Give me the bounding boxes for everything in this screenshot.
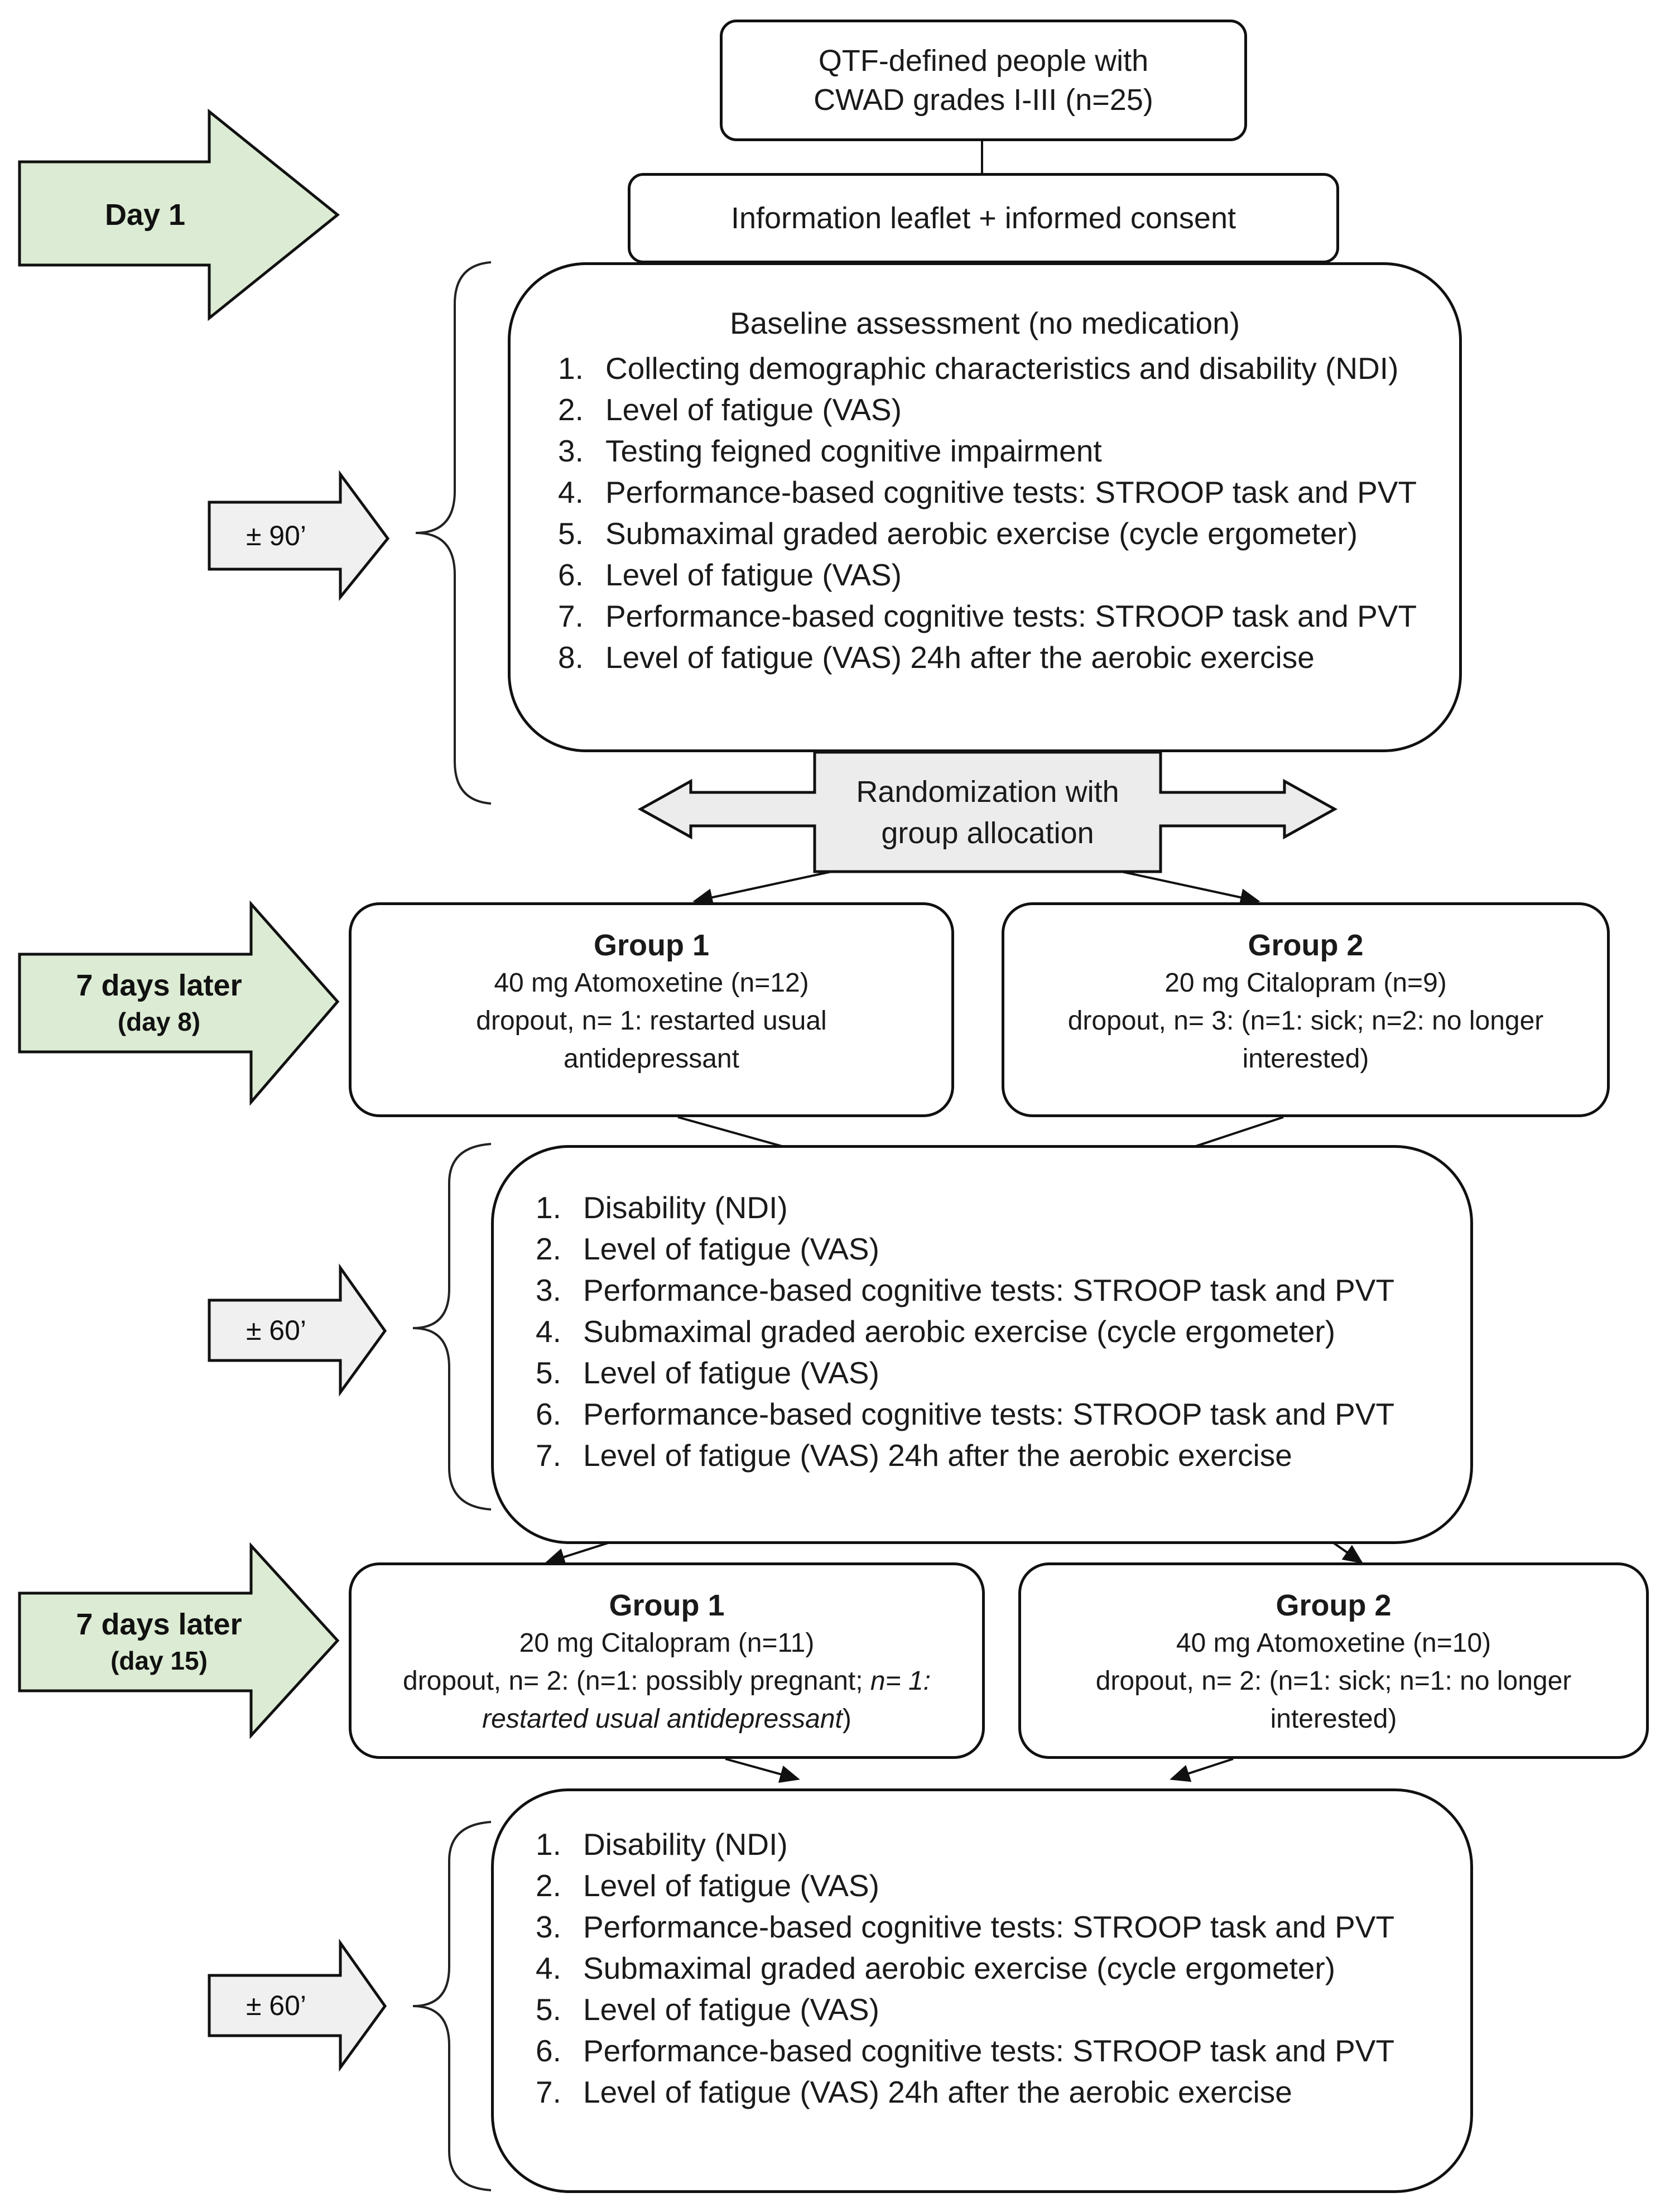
period1-group1-box: Group 1 40 mg Atomoxetine (n=12) dropout… bbox=[349, 902, 954, 1117]
period2-group2-dose: 40 mg Atomoxetine (n=10) bbox=[1176, 1628, 1491, 1658]
period1-assessment-panel: 1.Disability (NDI) 2.Level of fatigue (V… bbox=[491, 1145, 1473, 1544]
list-item: 2.Level of fatigue (VAS) bbox=[536, 1868, 879, 1903]
randomization-double-arrow bbox=[637, 751, 1338, 873]
period1-group1-dose: 40 mg Atomoxetine (n=12) bbox=[494, 968, 809, 998]
day15-label: 7 days later (day 15) bbox=[33, 1594, 285, 1689]
group1-to-period1-line bbox=[677, 1116, 785, 1148]
period2-assessment-panel: 1.Disability (NDI) 2.Level of fatigue (V… bbox=[491, 1788, 1473, 2193]
period1-list: 1.Disability (NDI) 2.Level of fatigue (V… bbox=[536, 1187, 1394, 1476]
period2-group1-dropout-italic2: restarted usual antidepressant bbox=[482, 1704, 843, 1734]
randomization-line1: Randomization with bbox=[856, 775, 1119, 809]
baseline-assessment-panel: Baseline assessment (no medication) 1.Co… bbox=[508, 262, 1462, 752]
day8-label-line1: 7 days later bbox=[76, 969, 242, 1002]
period1-duration-label: ± 60’ bbox=[246, 1315, 307, 1346]
period2-group1-dose: 20 mg Citalopram (n=11) bbox=[519, 1628, 815, 1658]
period1-group2-dropout-line2: interested) bbox=[1242, 1044, 1369, 1074]
period2-duration-label: ± 60’ bbox=[246, 1990, 307, 2021]
randomization-label: Randomization with group allocation bbox=[817, 754, 1158, 871]
randomization-line2: group allocation bbox=[881, 816, 1094, 850]
period1-group2-dose: 20 mg Citalopram (n=9) bbox=[1164, 968, 1447, 998]
list-item: 4.Submaximal graded aerobic exercise (cy… bbox=[536, 1951, 1336, 1985]
population-line2: CWAD grades I-III (n=25) bbox=[814, 83, 1153, 117]
list-item: 3.Performance-based cognitive tests: STR… bbox=[536, 1910, 1395, 1944]
list-item: 1.Disability (NDI) bbox=[536, 1190, 788, 1225]
list-item: 1.Collecting demographic characteristics… bbox=[558, 351, 1399, 386]
list-item: 6.Performance-based cognitive tests: STR… bbox=[536, 2033, 1395, 2068]
period1-group1-title: Group 1 bbox=[593, 929, 709, 962]
period1-to-group2-arrow bbox=[1332, 1542, 1364, 1564]
period2-group2-dropout-line1: dropout, n= 2: (n=1: sick; n=1: no longe… bbox=[1095, 1666, 1572, 1696]
period1-group2-title: Group 2 bbox=[1248, 929, 1364, 962]
baseline-heading: Baseline assessment (no medication) bbox=[729, 306, 1240, 340]
list-item: 3.Performance-based cognitive tests: STR… bbox=[536, 1273, 1395, 1307]
period2-group1-dropout-line2: restarted usual antidepressant) bbox=[482, 1704, 851, 1734]
day1-label-text: Day 1 bbox=[104, 198, 186, 232]
list-item: 5.Level of fatigue (VAS) bbox=[536, 1355, 879, 1390]
list-item: 7.Level of fatigue (VAS) 24h after the a… bbox=[536, 2075, 1292, 2109]
list-item: 4.Performance-based cognitive tests: STR… bbox=[558, 475, 1417, 509]
list-item: 3.Testing feigned cognitive impairment bbox=[558, 434, 1102, 468]
period2-group2-dropout-line2: interested) bbox=[1270, 1704, 1397, 1734]
population-box: QTF-defined people with CWAD grades I-II… bbox=[720, 20, 1247, 141]
list-item: 4.Submaximal graded aerobic exercise (cy… bbox=[536, 1314, 1336, 1349]
period2-group2-box: Group 2 40 mg Atomoxetine (n=10) dropout… bbox=[1018, 1562, 1649, 1759]
list-item: 1.Disability (NDI) bbox=[536, 1827, 788, 1862]
list-item: 7.Level of fatigue (VAS) 24h after the a… bbox=[536, 1438, 1292, 1473]
baseline-duration-arrow-shape bbox=[208, 470, 390, 602]
list-item: 6.Performance-based cognitive tests: STR… bbox=[536, 1397, 1395, 1431]
period1-group1-dropout-line2: antidepressant bbox=[564, 1044, 739, 1074]
list-item: 6.Level of fatigue (VAS) bbox=[558, 557, 902, 592]
population-line1: QTF-defined people with bbox=[818, 44, 1149, 78]
day15-arrow-shape bbox=[18, 1542, 340, 1739]
list-item: 7.Performance-based cognitive tests: STR… bbox=[558, 599, 1417, 633]
period2-group1-dropout-italic1: n= 1: bbox=[870, 1666, 931, 1696]
list-item: 8.Level of fatigue (VAS) 24h after the a… bbox=[558, 640, 1315, 675]
period1-to-group1-arrow bbox=[545, 1542, 609, 1566]
list-item: 5.Submaximal graded aerobic exercise (cy… bbox=[558, 516, 1358, 551]
day8-arrow-shape bbox=[18, 900, 340, 1106]
period1-group1-dropout-line1: dropout, n= 1: restarted usual bbox=[476, 1006, 827, 1036]
period2-group2-title: Group 2 bbox=[1276, 1589, 1392, 1622]
day15-label-line2: (day 15) bbox=[110, 1646, 208, 1675]
group1-to-period2-arrow bbox=[725, 1758, 800, 1783]
group2-to-period1-line bbox=[1194, 1116, 1284, 1148]
list-item: 2.Level of fatigue (VAS) bbox=[558, 392, 902, 427]
period1-group2-box: Group 2 20 mg Citalopram (n=9) dropout, … bbox=[1002, 902, 1610, 1117]
group2-to-period2-arrow bbox=[1170, 1758, 1234, 1782]
period2-group1-box: Group 1 20 mg Citalopram (n=11) dropout,… bbox=[349, 1562, 985, 1759]
period2-group1-dropout-line1: dropout, n= 2: (n=1: possibly pregnant; … bbox=[403, 1666, 931, 1696]
period2-group1-title: Group 1 bbox=[609, 1589, 725, 1622]
randomization-to-group2-arrow bbox=[1121, 871, 1260, 906]
period1-brace bbox=[412, 1143, 492, 1511]
baseline-duration-label: ± 90’ bbox=[246, 520, 307, 551]
period2-brace bbox=[412, 1821, 492, 2191]
baseline-list: 1.Collecting demographic characteristics… bbox=[558, 348, 1417, 678]
consent-label: Information leaflet + informed consent bbox=[730, 201, 1236, 235]
day1-label: Day 1 bbox=[33, 167, 257, 262]
list-item: 5.Level of fatigue (VAS) bbox=[536, 1992, 879, 2027]
consent-box: Information leaflet + informed consent bbox=[628, 173, 1339, 263]
list-item: 2.Level of fatigue (VAS) bbox=[536, 1232, 879, 1266]
randomization-to-group1-arrow bbox=[692, 871, 832, 906]
period1-group2-dropout-line1: dropout, n= 3: (n=1: sick; n=2: no longe… bbox=[1067, 1006, 1544, 1036]
day15-label-line1: 7 days later bbox=[76, 1608, 242, 1641]
baseline-brace bbox=[415, 261, 492, 805]
day8-label: 7 days later (day 8) bbox=[33, 955, 285, 1050]
period2-duration-arrow-shape bbox=[208, 1939, 387, 2072]
period1-duration-arrow-shape bbox=[208, 1263, 387, 1397]
day1-arrow-shape bbox=[18, 108, 340, 321]
day8-label-line2: (day 8) bbox=[117, 1007, 201, 1036]
period2-list: 1.Disability (NDI) 2.Level of fatigue (V… bbox=[536, 1824, 1394, 2113]
